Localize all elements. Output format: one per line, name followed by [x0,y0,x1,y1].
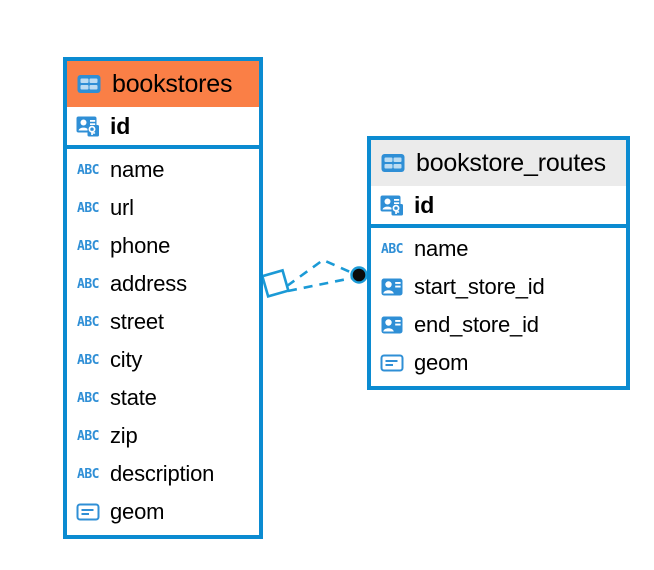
field-label-city: city [110,347,143,372]
field-row-geom[interactable]: geom [67,493,259,531]
field-label-phone: phone [110,233,171,258]
field-row-phone[interactable]: ABC phone [67,227,259,265]
field-row-zip[interactable]: ABC zip [67,417,259,455]
field-row-primary-key[interactable]: id [371,186,626,224]
text-type-icon: ABC [381,241,403,257]
entity-bookstores[interactable]: bookstores [63,57,263,539]
entity-bookstore-routes-header[interactable]: bookstore_routes [371,140,626,186]
entity-bookstores-fields: ABC name ABC url ABC phone ABC address A… [67,149,259,535]
field-row-url[interactable]: ABC url [67,189,259,227]
text-type-icon: ABC [77,162,99,178]
text-type-icon: ABC [77,276,99,292]
dot-endpoint [350,266,368,284]
field-row-geom[interactable]: geom [371,344,626,382]
field-label-id: id [414,191,435,218]
entity-bookstore-routes[interactable]: bookstore_routes [367,136,630,390]
entity-bookstores-title: bookstores [112,69,233,98]
relationship-line-end-store [287,275,358,293]
relationship-line-start-store [286,258,358,288]
field-row-state[interactable]: ABC state [67,379,259,417]
field-row-start-store-id[interactable]: start_store_id [371,268,626,306]
text-type-icon: ABC [77,352,99,368]
entity-bookstore-routes-fields: ABC name start_store_id [371,228,626,386]
field-row-description[interactable]: ABC description [67,455,259,493]
field-row-city[interactable]: ABC city [67,341,259,379]
field-label-description: description [110,461,215,486]
entity-bookstores-key-block: bookstores [67,61,259,149]
table-icon [75,70,103,98]
primary-key-icon [75,113,101,139]
text-type-icon: ABC [77,428,99,444]
field-label-id: id [110,112,131,139]
entity-bookstore-routes-key-block: bookstore_routes [371,140,626,228]
foreign-key-icon [379,312,405,338]
entity-bookstores-header[interactable]: bookstores [67,61,259,107]
geometry-type-icon [75,499,101,525]
field-label-url: url [110,195,134,220]
field-label-name: name [414,236,469,261]
field-row-end-store-id[interactable]: end_store_id [371,306,626,344]
table-icon [379,149,407,177]
diamond-endpoint [260,268,290,298]
text-type-icon: ABC [77,200,99,216]
text-type-icon: ABC [77,238,99,254]
field-label-state: state [110,385,157,410]
field-row-name[interactable]: ABC name [371,230,626,268]
text-type-icon: ABC [77,466,99,482]
field-label-name: name [110,157,165,182]
field-label-address: address [110,271,187,296]
text-type-icon: ABC [77,390,99,406]
text-type-icon: ABC [77,314,99,330]
field-label-zip: zip [110,423,138,448]
geometry-type-icon [379,350,405,376]
field-label-street: street [110,309,164,334]
field-row-address[interactable]: ABC address [67,265,259,303]
primary-key-icon [379,192,405,218]
entity-bookstore-routes-title: bookstore_routes [416,148,606,177]
field-label-start-store-id: start_store_id [414,274,545,299]
field-row-street[interactable]: ABC street [67,303,259,341]
field-label-geom: geom [414,350,469,375]
field-row-primary-key[interactable]: id [67,107,259,145]
field-label-geom: geom [110,499,165,524]
field-label-end-store-id: end_store_id [414,312,539,337]
field-row-name[interactable]: ABC name [67,151,259,189]
foreign-key-icon [379,274,405,300]
